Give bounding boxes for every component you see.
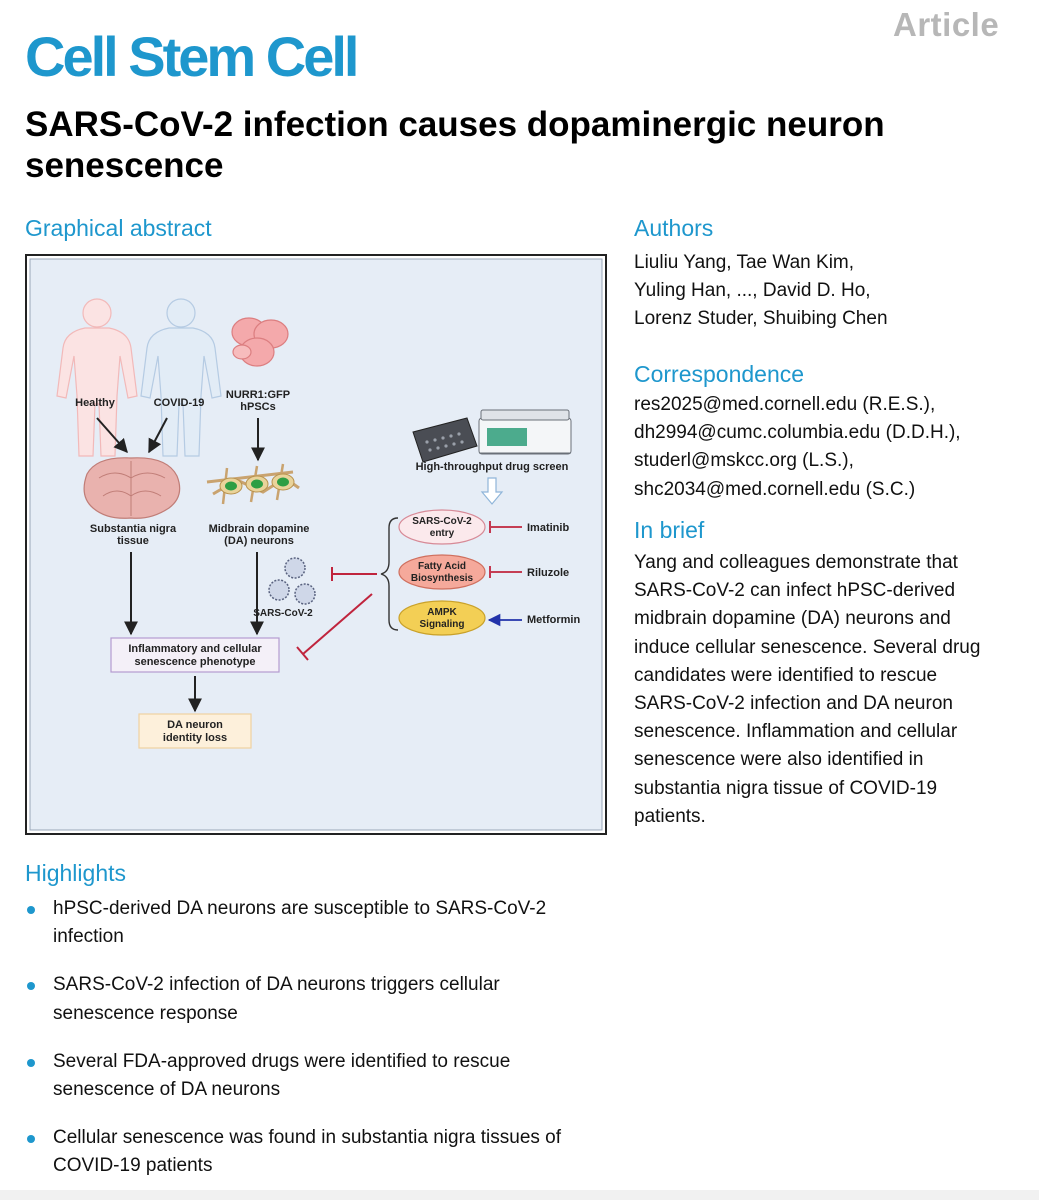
bullet-icon (27, 1058, 35, 1067)
graphical-abstract-heading: Graphical abstract (25, 215, 212, 241)
arrow-covid-to-sn (148, 417, 168, 454)
label-identity-2: identity loss (163, 732, 227, 744)
email-line[interactable]: studerl@mskcc.org (L.S.), (634, 450, 854, 472)
label-imatinib: Imatinib (527, 522, 569, 534)
label-midbrain-da: Midbrain dopamine (209, 523, 310, 535)
correspondence-list: res2025@med.cornell.edu (R.E.S.), dh2994… (634, 391, 961, 504)
highlight-line: SARS-CoV-2 infection of DA neurons trigg… (53, 974, 500, 996)
arrow-healthy-to-sn (96, 417, 128, 454)
in-brief-line: senescence. Inflammation and cellular (634, 721, 958, 743)
in-brief-line: induce cellular senescence. Several drug (634, 636, 981, 658)
pathway-fatty-acid: Fatty Acid Biosynthesis (398, 554, 486, 590)
highlight-line: COVID-19 patients (53, 1155, 213, 1177)
highlight-item: hPSC-derived DA neurons are susceptible … (25, 895, 625, 951)
label-fatty-2: Biosynthesis (411, 573, 474, 584)
highlight-line: infection (53, 926, 124, 948)
authors-line: Liuliu Yang, Tae Wan Kim, (634, 252, 855, 273)
highlight-line: Several FDA-approved drugs were identifi… (53, 1050, 511, 1072)
label-metformin: Metformin (527, 614, 580, 626)
email-line[interactable]: dh2994@cumc.columbia.edu (D.D.H.), (634, 422, 961, 444)
in-brief-line: patients. (634, 805, 706, 827)
bullet-icon (27, 982, 35, 991)
graphical-abstract-figure: Healthy COVID-19 NURR1:GFP hPSCs (25, 254, 607, 835)
label-ampk-1: AMPK (427, 607, 457, 618)
highlight-line: senescence of DA neurons (53, 1079, 281, 1101)
highlights-heading: Highlights (25, 860, 126, 886)
label-entry-1: SARS-CoV-2 (412, 516, 472, 527)
identity-loss-box: DA neuron identity loss (138, 713, 252, 749)
label-riluzole: Riluzole (527, 567, 569, 579)
correspondence-heading: Correspondence (634, 361, 805, 387)
label-fatty-1: Fatty Acid (418, 561, 466, 572)
email-line[interactable]: res2025@med.cornell.edu (R.E.S.), (634, 394, 936, 415)
label-inflam-2: senescence phenotype (134, 656, 255, 668)
brain-slice-icon (83, 457, 181, 519)
label-hpscs: hPSCs (240, 401, 275, 413)
label-sars-cov-2: SARS-CoV-2 (253, 608, 313, 619)
label-drug-screen: High-throughput drug screen (416, 461, 569, 473)
senescence-phenotype-box: Inflammatory and cellular senescence phe… (110, 637, 280, 673)
screen-output-arrow (480, 477, 504, 505)
label-identity-1: DA neuron (167, 719, 223, 731)
bullet-icon (27, 1135, 35, 1144)
in-brief-line: SARS-CoV-2 can infect hPSC-derived (634, 580, 956, 602)
highlight-line: Cellular senescence was found in substan… (53, 1127, 562, 1149)
pathway-ampk: AMPK Signaling (398, 600, 486, 636)
da-neurons-icon (206, 463, 300, 505)
inhibit-virus (331, 567, 377, 581)
imatinib-inhibition (489, 521, 522, 533)
article-title: SARS-CoV-2 infection causes dopaminergic… (25, 105, 885, 185)
authors-line: Yuling Han, ..., David D. Ho, (634, 280, 871, 302)
highlight-item: Several FDA-approved drugs were identifi… (25, 1048, 625, 1104)
in-brief-line: senescence were also identified in (634, 749, 924, 771)
healthy-human-icon (56, 298, 138, 457)
label-inflam-1: Inflammatory and cellular (128, 643, 262, 655)
sars-cov-2-virus-icon (268, 557, 316, 605)
label-ampk-2: Signaling (420, 619, 465, 630)
label-entry-2: entry (430, 528, 455, 539)
riluzole-inhibition (489, 566, 522, 578)
in-brief-heading: In brief (634, 517, 705, 543)
label-substantia-nigra: Substantia nigra (90, 523, 177, 535)
in-brief-line: midbrain dopamine (DA) neurons and (634, 608, 951, 630)
authors-line: Lorenz Studer, Shuibing Chen (634, 308, 888, 330)
drug-screen-icon (412, 409, 572, 463)
covid-patient-icon (140, 298, 222, 457)
pathway-bracket (380, 517, 399, 631)
highlight-item: Cellular senescence was found in substan… (25, 1124, 625, 1180)
journal-logo: Cell Stem Cell (25, 25, 359, 88)
highlights-list: hPSC-derived DA neurons are susceptible … (25, 895, 625, 1201)
in-brief-text: Yang and colleagues demonstrate that SAR… (634, 549, 980, 831)
label-healthy: Healthy (75, 397, 116, 409)
bullet-icon (27, 906, 35, 914)
highlight-line: senescence response (53, 1002, 238, 1024)
hpsc-cells-icon (231, 317, 289, 367)
in-brief-line: SARS-CoV-2 infection and DA neuron (634, 693, 953, 715)
authors-heading: Authors (634, 215, 714, 241)
label-nurr1-gfp: NURR1:GFP (226, 389, 290, 401)
label-tissue: tissue (117, 535, 149, 547)
highlight-line: hPSC-derived DA neurons are susceptible … (53, 898, 547, 919)
article-type-label: Article (893, 6, 1000, 43)
label-covid: COVID-19 (154, 397, 205, 409)
page-bottom-edge (0, 1190, 1039, 1200)
label-da-neurons: (DA) neurons (224, 535, 294, 547)
in-brief-line: candidates were identified to rescue (634, 664, 938, 686)
inhibit-senescence (296, 593, 373, 661)
in-brief-line: substantia nigra tissue of COVID-19 (634, 777, 938, 799)
graphical-abstract-svg: Healthy COVID-19 NURR1:GFP hPSCs (29, 258, 603, 831)
authors-list: Liuliu Yang, Tae Wan Kim, Yuling Han, ..… (634, 249, 888, 334)
highlight-item: SARS-CoV-2 infection of DA neurons trigg… (25, 971, 625, 1027)
email-line[interactable]: shc2034@med.cornell.edu (S.C.) (634, 478, 916, 500)
pathway-sars-entry: SARS-CoV-2 entry (398, 509, 486, 545)
in-brief-line: Yang and colleagues demonstrate that (634, 552, 958, 573)
